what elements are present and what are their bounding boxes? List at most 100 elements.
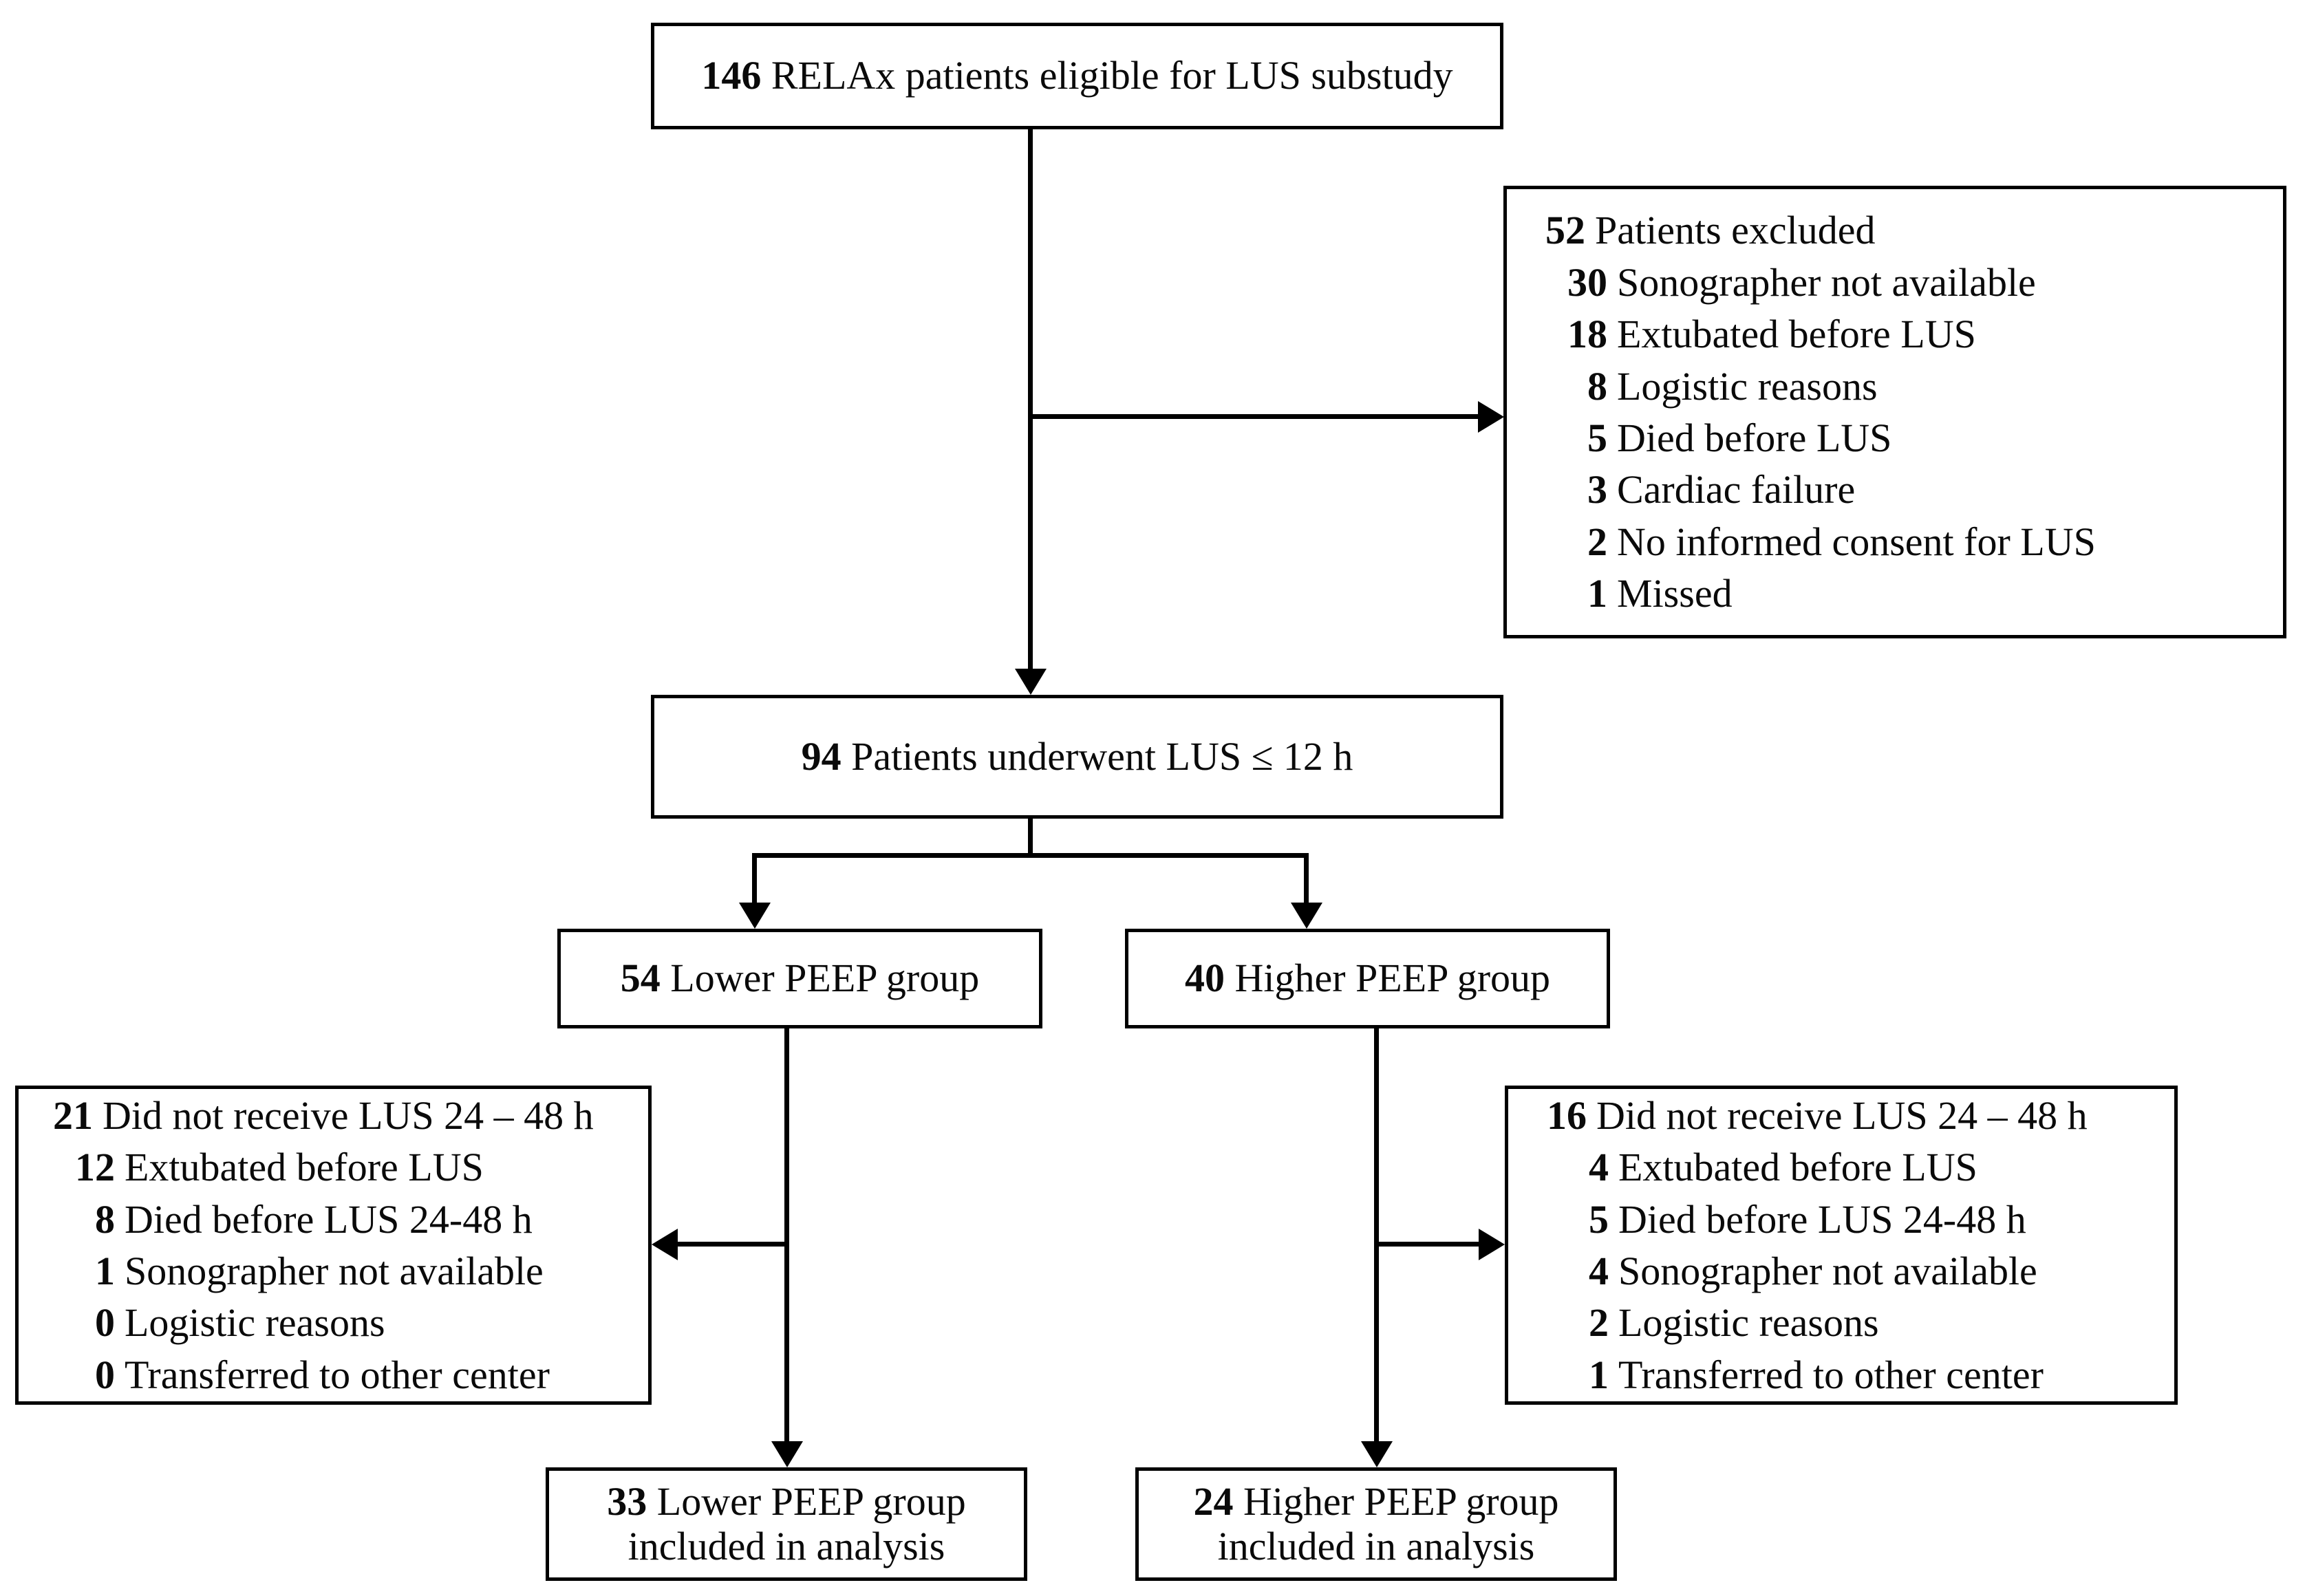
higher-not-received-reason-label: Died before LUS 24-48 h	[1618, 1196, 2026, 1242]
lower-not-received-reason-count: 0	[95, 1352, 115, 1397]
arrowhead-into-underwent	[1015, 669, 1047, 695]
node-higher-peep-text: 40 Higher PEEP group	[1185, 956, 1550, 1001]
excluded-reason-count: 18	[1567, 312, 1607, 357]
excluded-reason-label: Missed	[1617, 571, 1733, 616]
higher-not-received-reason-count: 4	[1589, 1145, 1609, 1190]
node-underwent-lus-label: Patients underwent LUS ≤ 12 h	[851, 733, 1353, 779]
connector-split-to-lower-peep	[752, 853, 757, 903]
excluded-reason-label: Died before LUS	[1617, 416, 1892, 460]
arrowhead-into-lower-analyzed	[771, 1441, 803, 1467]
lower-not-received-reason-label: Logistic reasons	[125, 1300, 385, 1346]
node-lower-peep-count: 54	[620, 956, 661, 1001]
higher-not-received-reason-label: Transferred to other center	[1618, 1352, 2044, 1397]
connector-lower-peep-to-analyzed	[784, 1028, 789, 1441]
node-lower-analyzed-line1: 33 Lower PEEP group	[607, 1478, 965, 1524]
excluded-reason-count: 3	[1587, 467, 1607, 513]
split-bar-peep-groups	[752, 853, 1309, 858]
node-underwent-lus: 94 Patients underwent LUS ≤ 12 h	[651, 695, 1503, 819]
node-lower-peep-label: Lower PEEP group	[670, 956, 980, 1001]
node-higher-not-received-count: 16	[1547, 1092, 1587, 1138]
higher-not-received-reason-count: 4	[1589, 1249, 1609, 1293]
arrowhead-into-lower-peep	[739, 903, 771, 929]
lower-not-received-reason-count: 1	[95, 1249, 115, 1293]
node-underwent-lus-count: 94	[801, 733, 841, 779]
connector-to-higher-not-received	[1374, 1242, 1479, 1247]
excluded-reason-count: 8	[1587, 363, 1607, 409]
higher-not-received-reason-count: 2	[1589, 1300, 1609, 1346]
connector-underwent-to-split	[1028, 819, 1033, 857]
lower-not-received-reason-label: Transferred to other center	[125, 1352, 550, 1397]
node-higher-analyzed-line1: 24 Higher PEEP group	[1193, 1478, 1559, 1524]
node-underwent-lus-text: 94 Patients underwent LUS ≤ 12 h	[801, 733, 1353, 779]
node-higher-peep-count: 40	[1184, 956, 1225, 1001]
arrowhead-into-higher-peep	[1291, 903, 1322, 929]
arrowhead-into-higher-analyzed	[1361, 1441, 1393, 1467]
node-higher-analyzed-label: Higher PEEP group	[1243, 1478, 1559, 1524]
arrowhead-into-excluded	[1478, 401, 1504, 433]
higher-not-received-reason-label: Extubated before LUS	[1618, 1145, 1977, 1190]
node-lower-peep-group: 54 Lower PEEP group	[557, 929, 1042, 1028]
lower-not-received-reason-count: 8	[95, 1196, 115, 1242]
node-higher-analyzed-count: 24	[1193, 1478, 1234, 1524]
node-higher-not-received-label: Did not receive LUS 24 – 48 h	[1596, 1092, 2088, 1138]
lower-not-received-reason-label: Sonographer not available	[125, 1249, 544, 1293]
higher-not-received-reason-label: Sonographer not available	[1618, 1249, 2037, 1293]
connector-to-lower-not-received	[678, 1242, 789, 1247]
node-lower-peep-text: 54 Lower PEEP group	[621, 956, 979, 1001]
excluded-reason-count: 2	[1587, 519, 1607, 564]
lower-not-received-reason-count: 0	[95, 1300, 115, 1346]
arrowhead-into-lower-not-received	[652, 1229, 678, 1260]
node-excluded-label: Patients excluded	[1595, 208, 1876, 253]
excluded-reason-label: Cardiac failure	[1617, 467, 1856, 513]
connector-eligible-to-underwent	[1028, 129, 1033, 669]
node-eligible-label: RELAx patients eligible for LUS substudy	[771, 53, 1453, 98]
excluded-reason-label: Logistic reasons	[1617, 363, 1878, 409]
node-lower-analyzed-count: 33	[607, 1478, 647, 1524]
excluded-reason-label: Extubated before LUS	[1617, 312, 1976, 357]
excluded-reason-count: 30	[1567, 259, 1607, 305]
higher-not-received-reason-label: Logistic reasons	[1618, 1300, 1879, 1346]
node-eligible-text: 146 RELAx patients eligible for LUS subs…	[701, 53, 1453, 98]
excluded-reason-count: 1	[1587, 571, 1607, 616]
excluded-reason-label: No informed consent for LUS	[1617, 519, 2096, 564]
arrowhead-into-higher-not-received	[1479, 1229, 1505, 1260]
connector-higher-peep-to-analyzed	[1374, 1028, 1379, 1441]
node-eligible-count: 146	[701, 53, 762, 98]
lower-not-received-reason-count: 12	[75, 1145, 115, 1190]
node-higher-analyzed: 24 Higher PEEP group included in analysi…	[1135, 1467, 1617, 1581]
node-lower-analyzed-line2: included in analysis	[628, 1523, 945, 1568]
lower-not-received-reason-label: Died before LUS 24-48 h	[125, 1196, 533, 1242]
node-eligible: 146 RELAx patients eligible for LUS subs…	[651, 23, 1503, 129]
connector-split-to-higher-peep	[1304, 853, 1309, 903]
connector-to-excluded	[1028, 414, 1478, 419]
node-lower-analyzed: 33 Lower PEEP group included in analysis	[546, 1467, 1027, 1581]
higher-not-received-reason-count: 1	[1589, 1352, 1609, 1397]
node-higher-analyzed-line2: included in analysis	[1217, 1523, 1535, 1568]
node-excluded-count: 52	[1545, 208, 1585, 253]
lower-not-received-reason-label: Extubated before LUS	[125, 1145, 484, 1190]
excluded-reason-count: 5	[1587, 416, 1607, 460]
higher-not-received-reason-count: 5	[1589, 1196, 1609, 1242]
